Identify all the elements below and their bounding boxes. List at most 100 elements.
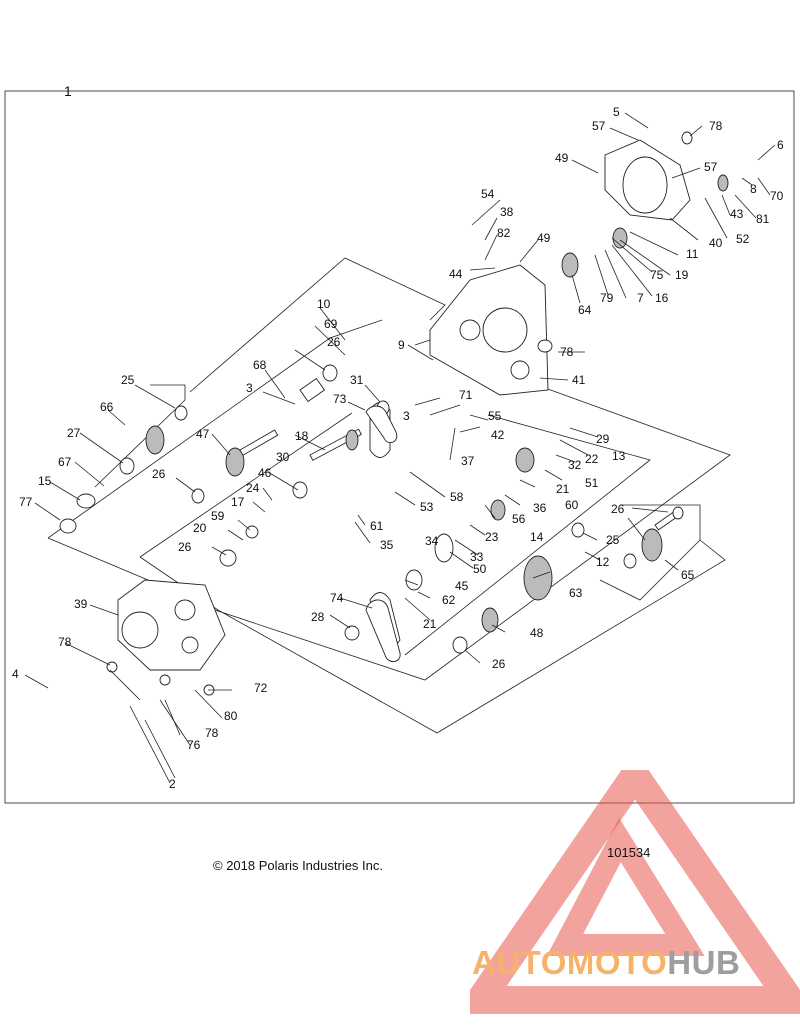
- part-callout-69: 69: [324, 317, 338, 331]
- part-callout-25: 25: [121, 373, 135, 387]
- part-callout-79: 79: [600, 291, 614, 305]
- part-callout-80: 80: [224, 709, 238, 723]
- part-callout-53: 53: [420, 500, 434, 514]
- part-callout-70: 70: [770, 189, 784, 203]
- part-callout-26: 26: [492, 657, 506, 671]
- part-callout-9: 9: [398, 338, 405, 352]
- part-callout-32: 32: [568, 458, 582, 472]
- part-callout-57: 57: [592, 119, 606, 133]
- part-callout-43: 43: [730, 207, 744, 221]
- part-callout-14: 14: [530, 530, 544, 544]
- part-callout-37: 37: [461, 454, 475, 468]
- watermark-triangle-logo: [470, 770, 800, 1014]
- part-callout-19: 19: [675, 268, 689, 282]
- diagram-number: 101534: [607, 845, 651, 860]
- part-callout-73: 73: [333, 392, 347, 406]
- part-callout-26: 26: [152, 467, 166, 481]
- part-callout-47: 47: [196, 427, 210, 441]
- part-callout-78: 78: [205, 726, 219, 740]
- part-callout-40: 40: [709, 236, 723, 250]
- part-callout-82: 82: [497, 226, 511, 240]
- part-callout-30: 30: [276, 450, 290, 464]
- part-callout-18: 18: [295, 429, 309, 443]
- part-callout-4: 4: [12, 667, 19, 681]
- part-callout-39: 39: [74, 597, 88, 611]
- copyright-notice: © 2018 Polaris Industries Inc.: [213, 858, 383, 873]
- part-callout-44: 44: [449, 267, 463, 281]
- group-outlines: [47, 257, 731, 734]
- part-callout-6: 6: [777, 138, 784, 152]
- part-callout-61: 61: [370, 519, 384, 533]
- part-callout-59: 59: [211, 509, 225, 523]
- part-callout-38: 38: [500, 205, 514, 219]
- part-callout-71: 71: [459, 388, 473, 402]
- part-callout-26: 26: [178, 540, 192, 554]
- part-callout-28: 28: [311, 610, 325, 624]
- part-callout-78: 78: [709, 119, 723, 133]
- leader-lines: [24, 112, 776, 784]
- part-callout-21: 21: [556, 482, 570, 496]
- part-callout-13: 13: [612, 449, 626, 463]
- part-callout-62: 62: [442, 593, 456, 607]
- part-callout-51: 51: [585, 476, 599, 490]
- part-callout-66: 66: [100, 400, 114, 414]
- part-callout-63: 63: [569, 586, 583, 600]
- part-callout-76: 76: [187, 738, 201, 752]
- part-callout-49: 49: [555, 151, 569, 165]
- part-callout-78: 78: [560, 345, 574, 359]
- part-callout-11: 11: [686, 247, 699, 261]
- part-callout-27: 27: [67, 426, 81, 440]
- part-callout-24: 24: [246, 481, 260, 495]
- part-callout-35: 35: [380, 538, 394, 552]
- part-callout-26: 26: [611, 502, 625, 516]
- right-case-housing: [429, 264, 549, 396]
- part-callout-17: 17: [231, 495, 245, 509]
- part-callout-10: 10: [317, 297, 331, 311]
- part-callout-3: 3: [403, 409, 410, 423]
- cover-plate: [604, 139, 691, 221]
- part-callout-77: 77: [19, 495, 33, 509]
- part-callout-2: 2: [169, 777, 176, 791]
- part-callout-65: 65: [681, 568, 695, 582]
- part-callout-31: 31: [350, 373, 364, 387]
- part-callout-26: 26: [327, 335, 341, 349]
- part-callout-21: 21: [423, 617, 437, 631]
- part-callout-12: 12: [596, 555, 610, 569]
- part-callout-46: 46: [258, 466, 272, 480]
- part-callout-49: 49: [537, 231, 551, 245]
- part-callout-45: 45: [455, 579, 469, 593]
- part-callout-52: 52: [736, 232, 750, 246]
- part-callout-25: 25: [606, 533, 620, 547]
- part-callout-36: 36: [533, 501, 547, 515]
- part-callout-34: 34: [425, 534, 439, 548]
- callout-labels: 2334567891011121314151617181920212122232…: [12, 105, 784, 791]
- diagram-frame: [4, 90, 795, 804]
- left-case-housing: [117, 579, 226, 671]
- bearings-and-seals: [59, 131, 693, 696]
- part-callout-81: 81: [756, 212, 770, 226]
- part-callout-16: 16: [655, 291, 669, 305]
- part-callout-48: 48: [530, 626, 544, 640]
- part-callout-75: 75: [650, 268, 664, 282]
- part-callout-15: 15: [38, 474, 52, 488]
- part-callout-74: 74: [330, 591, 344, 605]
- part-callout-58: 58: [450, 490, 464, 504]
- part-callout-55: 55: [488, 409, 502, 423]
- part-callout-41: 41: [572, 373, 586, 387]
- gears-and-shafts: [145, 174, 729, 648]
- part-callout-22: 22: [585, 452, 599, 466]
- part-callout-29: 29: [596, 432, 610, 446]
- part-callout-8: 8: [750, 182, 757, 196]
- part-callout-60: 60: [565, 498, 579, 512]
- part-callout-68: 68: [253, 358, 267, 372]
- part-callout-54: 54: [481, 187, 495, 201]
- part-callout-20: 20: [193, 521, 207, 535]
- brand-part-2: HUB: [667, 944, 741, 981]
- part-callout-64: 64: [578, 303, 592, 317]
- part-callout-67: 67: [58, 455, 72, 469]
- part-callout-78: 78: [58, 635, 72, 649]
- part-callout-57: 57: [704, 160, 718, 174]
- drive-belts: [365, 405, 401, 662]
- watermark-brand: AUTOMOTOHUB: [472, 944, 740, 982]
